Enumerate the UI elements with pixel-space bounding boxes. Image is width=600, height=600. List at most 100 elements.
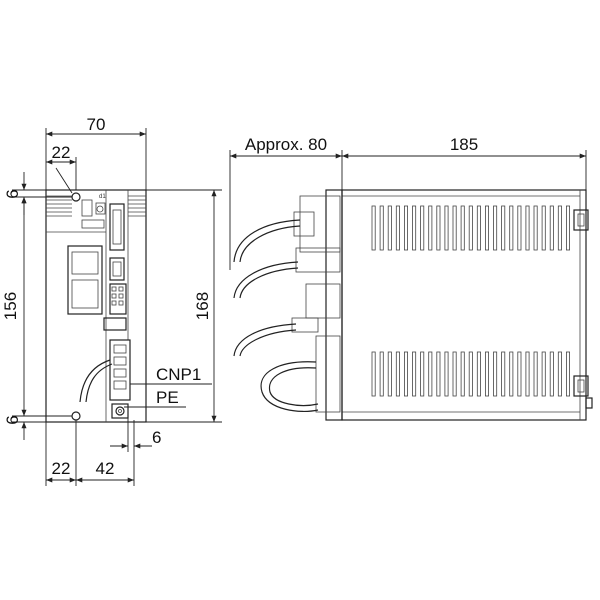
vent-slot: [428, 351, 433, 397]
vent-slot: [468, 205, 473, 251]
dim-width-70: 70: [87, 115, 106, 134]
vent-slot: [501, 205, 506, 251]
vent-slot: [484, 351, 489, 397]
cn1-connector: [109, 203, 125, 251]
vent-slot: [541, 351, 546, 397]
front-dimensions: 70 22 6 156 6 168 CNP1 PE 22: [1, 115, 222, 486]
vent-slot: [533, 205, 538, 251]
label-cnp1: CNP1: [156, 365, 201, 384]
front-cable: [79, 359, 111, 403]
vent-slot: [371, 205, 376, 251]
label-pe: PE: [156, 388, 179, 407]
vent-slot: [460, 351, 465, 397]
side-connector-plate: [325, 189, 343, 421]
front-view: d1: [45, 189, 147, 423]
vent-slot: [460, 205, 465, 251]
vent-slot: [509, 205, 514, 251]
vent-slot: [387, 205, 392, 251]
vent-slot: [379, 205, 384, 251]
side-cable-1: [233, 219, 301, 263]
vent-slot: [468, 351, 473, 397]
rotary-switch: [95, 202, 106, 215]
vent-slot: [412, 351, 417, 397]
vent-slot: [484, 205, 489, 251]
vent-slot: [403, 205, 408, 251]
vent-slot: [436, 205, 441, 251]
cnp-connector-block: [67, 245, 103, 315]
vent-slot: [387, 351, 392, 397]
small-mark: d1: [99, 194, 106, 200]
pe-terminal: [111, 403, 129, 419]
side-cn3-housing: [305, 283, 341, 319]
vent-slot: [549, 351, 554, 397]
vent-slot: [493, 205, 498, 251]
vent-slot: [541, 205, 546, 251]
vent-slot: [476, 351, 481, 397]
side-vent-bottom: [371, 351, 571, 397]
cn2-connector: [109, 257, 125, 281]
vent-slot: [371, 351, 376, 397]
dim-height-168: 168: [193, 292, 212, 320]
vent-slot: [501, 351, 506, 397]
vent-slot: [420, 205, 425, 251]
cn3-connector: [109, 283, 127, 315]
dim-depth-185: 185: [450, 135, 478, 154]
vent-slot: [428, 205, 433, 251]
cnp1-terminal-block: [109, 339, 131, 401]
dim-pe-offset-6: 6: [152, 428, 161, 447]
dim-top-offset-22: 22: [52, 143, 71, 162]
dim-hole-pitch-156: 156: [1, 292, 20, 320]
vent-slot: [566, 351, 571, 397]
front-top-vents: [46, 195, 146, 217]
vent-slot: [476, 205, 481, 251]
dim-approx-80: Approx. 80: [245, 135, 327, 154]
cnp1-terminals: [113, 344, 127, 390]
vent-slot: [566, 205, 571, 251]
vent-slot: [452, 205, 457, 251]
vent-slot: [533, 351, 538, 397]
vent-slot: [493, 351, 498, 397]
vent-slot: [525, 205, 530, 251]
bottom-mounting-hole: [71, 411, 81, 421]
vent-slot: [412, 205, 417, 251]
vent-slot: [395, 351, 400, 397]
vent-slot: [379, 351, 384, 397]
battery-holder: [103, 317, 127, 331]
side-cnp1-housing: [315, 335, 341, 413]
dim-bottom-offset-42: 42: [96, 459, 115, 478]
vent-slot: [420, 351, 425, 397]
vent-slot: [557, 205, 562, 251]
dim-top-hole-6: 6: [3, 189, 22, 198]
push-buttons: [81, 219, 105, 229]
side-dimensions: Approx. 80 185: [229, 135, 587, 270]
side-cable-2: [233, 261, 299, 299]
vent-slot: [436, 351, 441, 397]
vent-slot: [517, 351, 522, 397]
display-window: [81, 199, 93, 217]
vent-slot: [525, 351, 530, 397]
side-view: [233, 189, 593, 421]
side-cable-4: [260, 361, 319, 413]
side-cn2-housing: [295, 247, 341, 273]
dim-bottom-offset-22: 22: [52, 459, 71, 478]
vent-slot: [509, 351, 514, 397]
vent-slot: [557, 351, 562, 397]
vent-slot: [452, 351, 457, 397]
rear-clip-bottom: [573, 375, 589, 397]
vent-slot: [395, 205, 400, 251]
vent-slot: [444, 205, 449, 251]
vent-slot: [549, 205, 554, 251]
front-body-outline: [45, 189, 147, 423]
vent-slot: [517, 205, 522, 251]
side-cable-3: [233, 323, 297, 357]
cn3-pins: [111, 286, 124, 306]
vent-slot: [403, 351, 408, 397]
side-cn1-housing: [299, 195, 341, 253]
rear-clip-top: [573, 209, 589, 231]
top-mounting-hole: [71, 192, 81, 202]
vent-slot: [444, 351, 449, 397]
side-vent-top: [371, 205, 571, 251]
dim-bottom-hole-6: 6: [3, 415, 22, 424]
